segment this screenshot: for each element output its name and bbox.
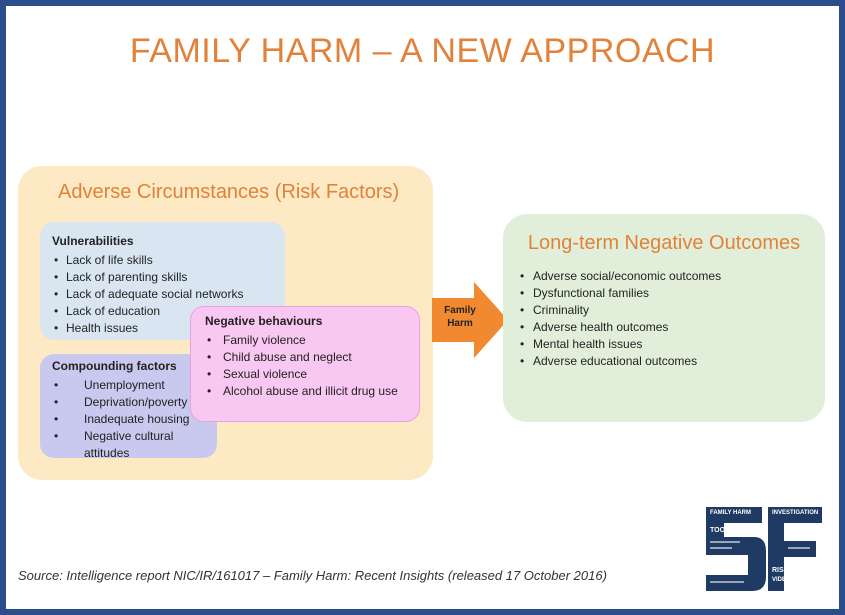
negative-behaviours-box: Negative behaviours Family violence Chil… — [190, 306, 420, 422]
arrow-label-line1: Family — [444, 305, 476, 316]
list-item: Adverse health outcomes — [519, 319, 721, 336]
logo-text-investigation: INVESTIGATION — [772, 510, 819, 516]
5f-logo: FAMILY HARM TOOLS INVESTIGATION RISK VID… — [704, 505, 824, 593]
list-item: Alcohol abuse and illicit drug use — [205, 383, 419, 400]
vulnerabilities-heading: Vulnerabilities — [52, 234, 134, 248]
list-item: Criminality — [519, 302, 721, 319]
list-item: Lack of parenting skills — [52, 269, 285, 286]
list-item: Family violence — [205, 332, 419, 349]
source-citation: Source: Intelligence report NIC/IR/16101… — [18, 568, 607, 583]
vulnerabilities-list: Lack of life skills Lack of parenting sk… — [52, 252, 285, 337]
logo-mark-icon — [706, 507, 822, 591]
negative-behaviours-heading: Negative behaviours — [205, 314, 323, 328]
list-item: Lack of education — [52, 303, 285, 320]
family-harm-label: Family Harm — [434, 304, 486, 330]
list-item: Inadequate housing — [52, 411, 217, 428]
outcomes-title: Long-term Negative Outcomes — [527, 232, 801, 254]
arrow-shape — [432, 282, 508, 358]
logo-text-risk: RISK — [772, 567, 789, 574]
list-item: Child abuse and neglect — [205, 349, 419, 366]
compounding-factors-box: Compounding factors Unemployment Depriva… — [40, 354, 217, 460]
logo-text-tools: TOOLS — [710, 527, 734, 534]
list-item: Dysfunctional families — [519, 285, 721, 302]
list-item: Negative cultural attitudes — [52, 428, 204, 462]
list-item: Mental health issues — [519, 336, 721, 353]
outcomes-list: Adverse social/economic outcomes Dysfunc… — [519, 268, 721, 370]
arrow-label-line2: Harm — [447, 318, 473, 329]
compounding-list: Unemployment Deprivation/poverty Inadequ… — [52, 377, 217, 462]
list-item: Lack of life skills — [52, 252, 285, 269]
list-item: Adverse educational outcomes — [519, 353, 721, 370]
family-harm-arrow — [432, 282, 508, 358]
logo-text-family-harm: FAMILY HARM — [710, 510, 752, 516]
list-item: Health issues — [52, 320, 285, 337]
list-item: Sexual violence — [205, 366, 419, 383]
list-item: Deprivation/poverty — [52, 394, 217, 411]
list-item: Unemployment — [52, 377, 217, 394]
logo-text-video: VIDEO — [772, 577, 791, 583]
risk-factors-title: Adverse Circumstances (Risk Factors) — [58, 181, 400, 203]
outcomes-panel: Long-term Negative Outcomes Adverse soci… — [503, 214, 825, 422]
compounding-heading: Compounding factors — [52, 359, 177, 373]
slide-title: FAMILY HARM – A NEW APPROACH — [129, 32, 716, 70]
list-item: Adverse social/economic outcomes — [519, 268, 721, 285]
negative-behaviours-list: Family violence Child abuse and neglect … — [205, 332, 419, 400]
list-item: Lack of adequate social networks — [52, 286, 285, 303]
